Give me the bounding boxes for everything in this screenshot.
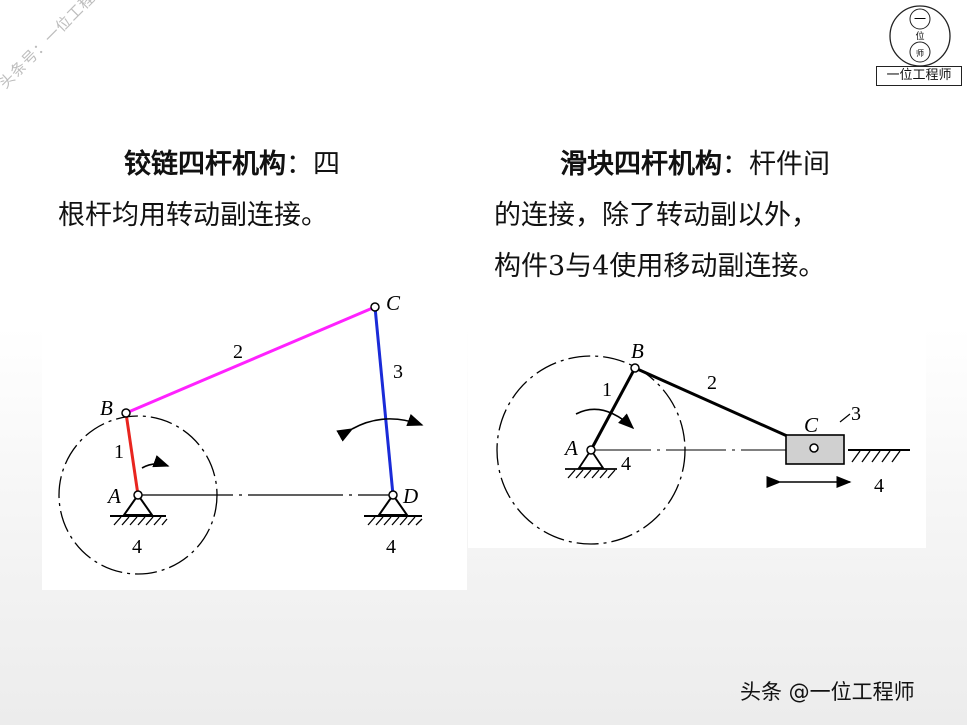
logo-icon: 一 位 师	[889, 5, 951, 67]
ground-support-d	[364, 493, 423, 526]
right-line-3: 构件3与4使用移动副连接。	[494, 251, 826, 282]
left-line-1: 铰链四杆机构：四	[58, 139, 398, 190]
right-colon: ：	[722, 149, 749, 180]
right-line-1: 滑块四杆机构：杆件间	[494, 139, 894, 190]
left-colon: ：	[286, 149, 313, 180]
ground-support-a	[110, 493, 168, 526]
watermark: 头条号：一位工程师	[0, 0, 110, 93]
slider-leader-line	[839, 413, 851, 423]
label-link-3: 3	[393, 361, 403, 383]
logo-glyph-mid: 位	[915, 30, 924, 41]
right-line-2: 的连接，除了转动副以外，	[494, 200, 818, 231]
label-ground-pivot: 4	[621, 453, 631, 475]
label-link-2: 2	[233, 341, 243, 363]
right-line1-rest: 杆件间	[749, 149, 830, 180]
crank-rotation-arrow	[575, 408, 635, 430]
label-c: C	[804, 413, 819, 437]
label-ground-left: 4	[132, 536, 142, 558]
crank-rotation-arrow	[141, 455, 170, 469]
link-2	[634, 366, 815, 450]
label-link-2: 2	[707, 372, 717, 394]
left-line1-rest: 四	[313, 149, 340, 180]
right-description: 滑块四杆机构：杆件间 的连接，除了转动副以外， 构件3与4使用移动副连接。	[494, 139, 894, 292]
label-a: A	[106, 484, 121, 508]
label-ground-right: 4	[386, 536, 396, 558]
label-slider: 3	[851, 403, 861, 425]
joint-b	[121, 408, 131, 418]
joint-a	[133, 490, 143, 500]
logo-glyph-top: 一	[914, 12, 926, 26]
label-c: C	[386, 291, 401, 315]
joint-c	[809, 443, 819, 453]
label-a: A	[563, 436, 578, 460]
label-link-1: 1	[114, 441, 124, 463]
slider-crank-diagram: A B C 1 2 3 4 4	[468, 310, 926, 548]
joint-a	[586, 445, 596, 455]
link-1	[589, 367, 637, 451]
link-1	[124, 412, 140, 496]
label-link-1: 1	[602, 379, 612, 401]
rocker-rotation-arrow	[336, 414, 424, 442]
label-b: B	[631, 339, 644, 363]
logo-glyph-bottom: 师	[916, 48, 924, 58]
label-d: D	[402, 484, 418, 508]
label-ground-rail: 4	[874, 475, 884, 497]
link-2	[125, 305, 376, 415]
left-description: 铰链四杆机构：四 根杆均用转动副连接。	[58, 139, 398, 241]
link-3	[373, 306, 395, 496]
joint-c	[370, 302, 380, 312]
right-title: 滑块四杆机构	[560, 149, 722, 180]
joint-b	[630, 363, 640, 373]
logo-label: 一位工程师	[876, 66, 962, 86]
left-line-2: 根杆均用转动副连接。	[58, 200, 328, 231]
label-b: B	[100, 396, 113, 420]
ground-support-a	[565, 448, 617, 479]
slider-block	[785, 434, 845, 465]
footer-credit: 头条 @一位工程师	[740, 680, 915, 704]
left-title: 铰链四杆机构	[124, 149, 286, 180]
joint-d	[388, 490, 398, 500]
four-bar-linkage-diagram: A B C D 1 2 3 4 4	[42, 263, 467, 590]
rail-hatching	[851, 450, 901, 463]
